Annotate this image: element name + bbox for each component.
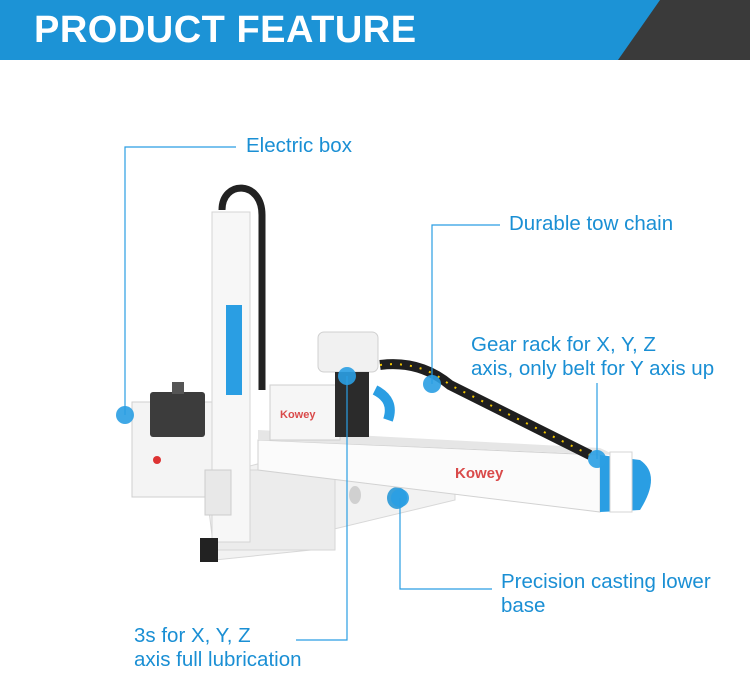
feature-tow-chain-line-1: Durable tow chain <box>509 212 674 235</box>
tow-chain <box>379 359 593 460</box>
leader-lines <box>124 146 598 641</box>
feature-electric-box: Electric box <box>246 134 352 158</box>
banner-dark-stripe <box>618 0 750 60</box>
feature-lubrication: 3s for X, Y, Z axis full lubrication <box>134 624 302 672</box>
feature-casting-base-line-2: base <box>501 594 546 617</box>
feature-gear-rack: Gear rack for X, Y, Z axis, only belt fo… <box>471 333 714 381</box>
brand-mark-beam: Kowey <box>455 465 504 482</box>
feature-lubrication-line-2: axis full lubrication <box>134 648 302 671</box>
vertical-column <box>200 184 266 562</box>
feature-casting-base-line-1: Precision casting lower <box>501 570 711 593</box>
feature-tow-chain: Durable tow chain <box>509 212 673 236</box>
carriage: Kowey <box>269 331 395 441</box>
feature-lubrication-line-1: 3s for X, Y, Z <box>134 624 251 647</box>
feature-gear-rack-line-2: axis, only belt for Y axis up <box>471 357 715 380</box>
page-title: PRODUCT FEATURE <box>34 9 417 51</box>
electric-box <box>131 382 213 498</box>
header-banner: PRODUCT FEATURE <box>0 0 750 60</box>
feature-casting-base: Precision casting lower base <box>501 570 711 618</box>
feature-gear-rack-line-1: Gear rack for X, Y, Z <box>471 333 656 356</box>
feature-electric-box-line-1: Electric box <box>246 134 352 157</box>
brand-mark-carriage: Kowey <box>280 409 316 421</box>
